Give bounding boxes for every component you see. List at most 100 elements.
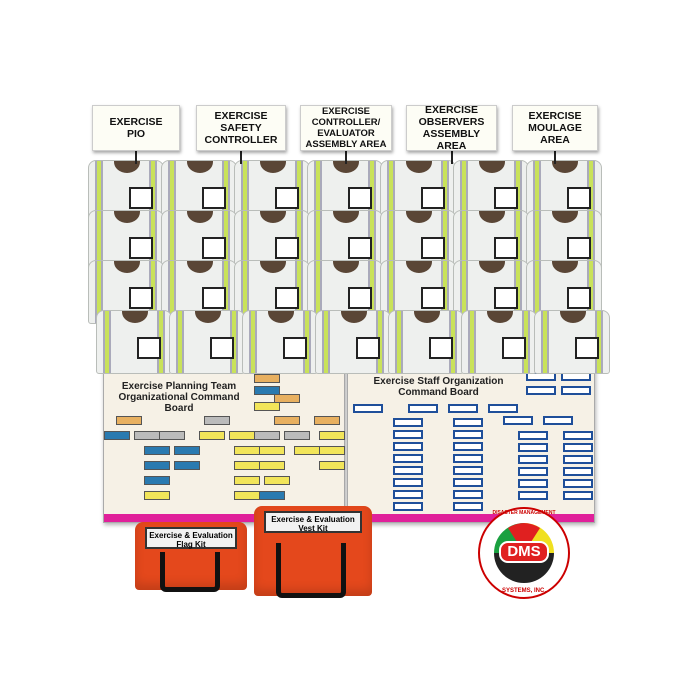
org-chart-box [259, 461, 285, 470]
board-title: Exercise Staff Organization Command Boar… [373, 376, 504, 398]
org-chart-box [453, 490, 483, 499]
org-chart-box [174, 446, 200, 455]
org-chart-box [563, 479, 593, 488]
org-chart-box [319, 431, 345, 440]
org-chart-box [254, 402, 280, 411]
board-strip [348, 514, 594, 522]
org-chart-box [229, 431, 255, 440]
logo-ring-top: DISASTER MANAGEMENT [492, 510, 556, 516]
org-chart-box [159, 431, 185, 440]
vest [242, 310, 318, 374]
org-chart-box [254, 386, 280, 395]
org-chart-box [453, 442, 483, 451]
org-chart-box [234, 476, 260, 485]
org-chart-box [543, 416, 573, 425]
dms-logo: DMS DISASTER MANAGEMENT SYSTEMS, INC. [478, 507, 570, 599]
vest [388, 310, 464, 374]
sign-pole [554, 150, 556, 164]
org-chart-box [174, 461, 200, 470]
org-chart-box [234, 491, 260, 500]
org-chart-box [518, 467, 548, 476]
vest [169, 310, 245, 374]
org-chart-box [319, 446, 345, 455]
org-chart-box [393, 454, 423, 463]
org-chart-box [274, 394, 300, 403]
logo-text: DMS [507, 543, 541, 560]
vest [315, 310, 391, 374]
org-chart-box [453, 454, 483, 463]
org-chart-box [453, 430, 483, 439]
org-chart-box [393, 490, 423, 499]
org-chart-box [563, 431, 593, 440]
org-chart-box [393, 466, 423, 475]
board-strip [104, 514, 344, 522]
org-chart-box [204, 416, 230, 425]
sign-pole [135, 150, 137, 164]
sign-pole [240, 150, 242, 164]
org-chart-box [518, 479, 548, 488]
org-chart-box [294, 446, 320, 455]
vest [96, 310, 172, 374]
sign-safety-controller: EXERCISE SAFETY CONTROLLER [196, 105, 286, 151]
logo-ring-bottom: SYSTEMS, INC. [501, 588, 546, 594]
board-title: Exercise Planning Team Organizational Co… [118, 381, 240, 414]
org-chart-box [453, 502, 483, 511]
staff-organization-board: Exercise Staff Organization Command Boar… [347, 365, 595, 523]
org-chart-box [518, 431, 548, 440]
org-chart-box [319, 461, 345, 470]
org-chart-box [563, 443, 593, 452]
vest [453, 260, 529, 324]
org-chart-box [453, 418, 483, 427]
org-chart-box [353, 404, 383, 413]
org-chart-box [563, 455, 593, 464]
org-chart-box [259, 446, 285, 455]
org-chart-box [526, 386, 556, 395]
org-chart-box [284, 431, 310, 440]
org-chart-box [199, 431, 225, 440]
org-chart-box [393, 502, 423, 511]
vest-kit-bag: Exercise & Evaluation Vest Kit [254, 506, 372, 598]
org-chart-box [134, 431, 160, 440]
bag-handle [276, 543, 346, 598]
org-chart-box [234, 461, 260, 470]
org-chart-box [259, 491, 285, 500]
org-chart-box [503, 416, 533, 425]
flag-kit-bag: Exercise & Evaluation Flag Kit [135, 522, 247, 592]
sign-controller-evaluator: EXERCISE CONTROLLER/ EVALUATOR ASSEMBLY … [300, 105, 392, 151]
org-chart-box [144, 491, 170, 500]
org-chart-box [144, 476, 170, 485]
org-chart-box [144, 446, 170, 455]
org-chart-box [393, 478, 423, 487]
org-chart-box [393, 442, 423, 451]
planning-team-board: Exercise Planning Team Organizational Co… [103, 365, 345, 523]
vest [534, 310, 610, 374]
org-chart-box [518, 443, 548, 452]
org-chart-box [254, 431, 280, 440]
sign-observers: EXERCISE OBSERVERS ASSEMBLY AREA [406, 104, 497, 152]
org-chart-box [448, 404, 478, 413]
bag-handle [160, 552, 220, 592]
vest-stack [88, 160, 613, 374]
bag-label: Exercise & Evaluation Flag Kit [145, 527, 237, 549]
org-chart-box [518, 491, 548, 500]
org-chart-box [408, 404, 438, 413]
org-chart-box [264, 476, 290, 485]
sign-pole [451, 150, 453, 164]
org-chart-box [314, 416, 340, 425]
vest [461, 310, 537, 374]
sign-pole [345, 150, 347, 164]
org-chart-box [393, 418, 423, 427]
org-chart-box [453, 466, 483, 475]
org-chart-box [453, 478, 483, 487]
vest [234, 210, 310, 274]
org-chart-box [234, 446, 260, 455]
org-chart-box [563, 467, 593, 476]
org-chart-box [104, 431, 130, 440]
org-chart-box [274, 416, 300, 425]
org-chart-box [561, 386, 591, 395]
sign-pio: EXERCISE PIO [92, 105, 180, 151]
bag-label: Exercise & Evaluation Vest Kit [264, 511, 362, 533]
org-chart-box [563, 491, 593, 500]
org-chart-box [518, 455, 548, 464]
org-chart-box [254, 374, 280, 383]
